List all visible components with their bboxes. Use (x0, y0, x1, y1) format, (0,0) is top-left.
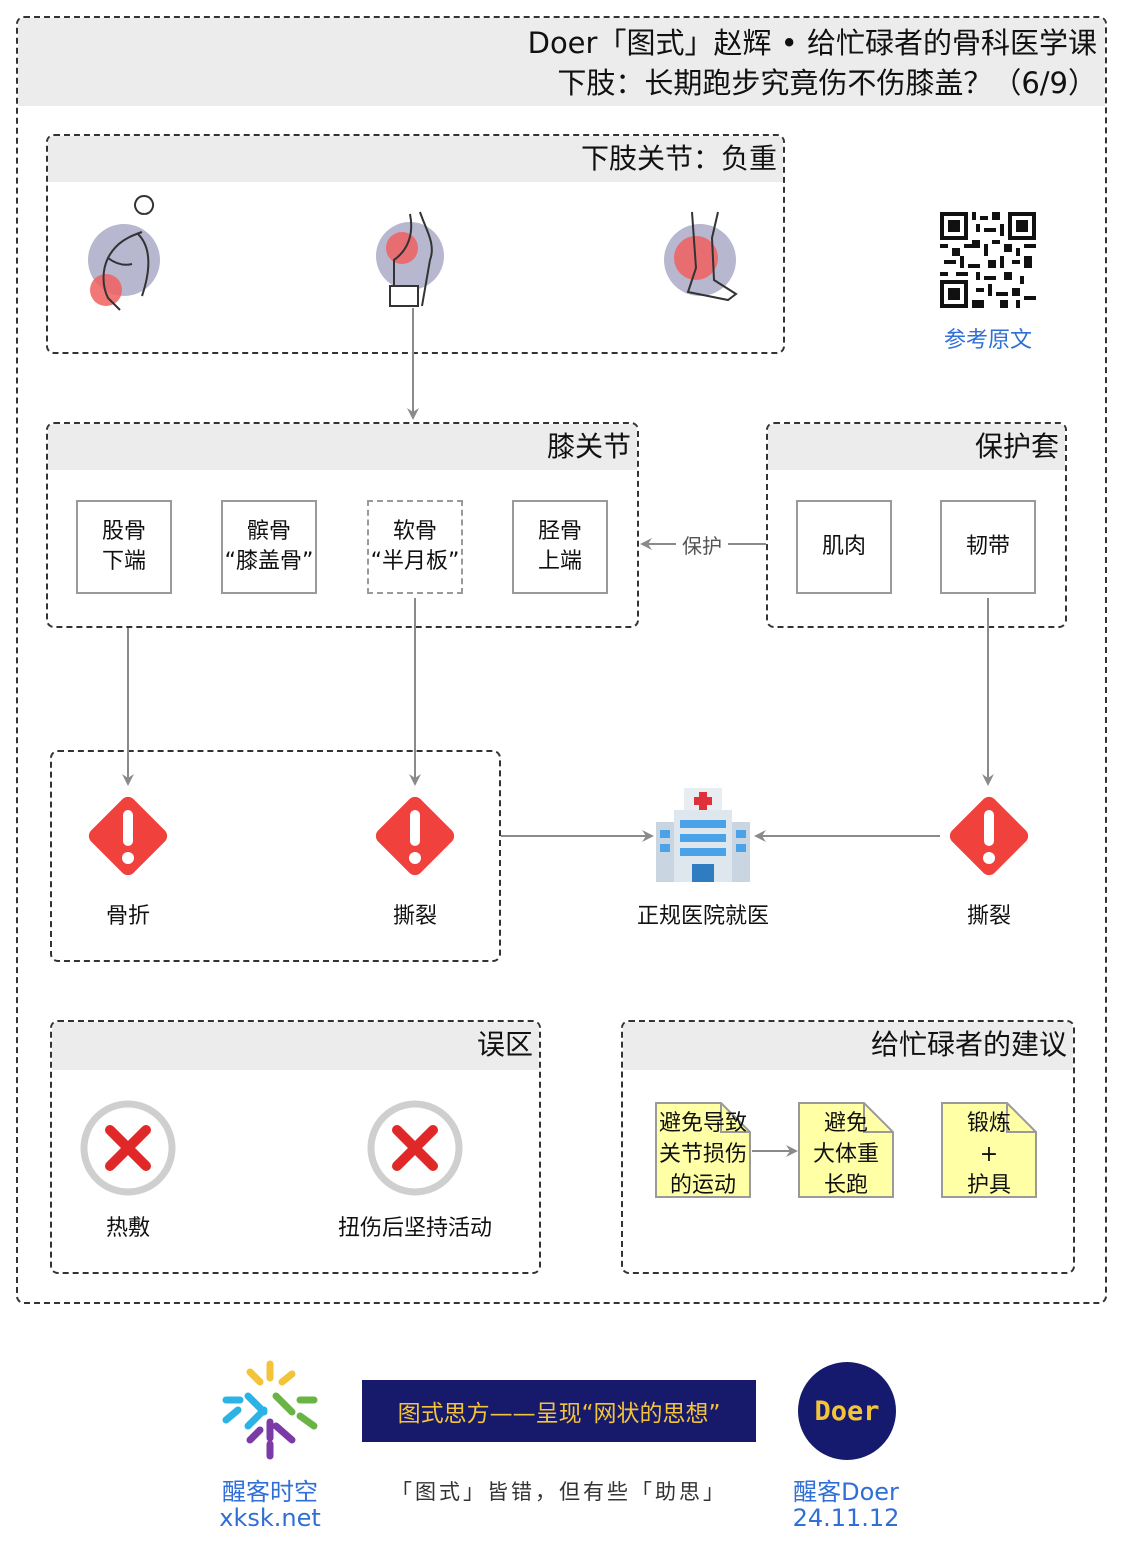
knee-joint-figure (376, 211, 444, 307)
section-advice: 给忙碌者的建议 (621, 1020, 1075, 1274)
section-title: 保护套 (974, 430, 1059, 463)
motto-banner: 图式思方——呈现“网状的思想” (362, 1380, 756, 1442)
ligament-box: 韧带 (940, 500, 1036, 594)
patella-box: 髌骨 “膝盖骨” (221, 500, 317, 594)
section-band (52, 1022, 539, 1070)
protect-arrow-label: 保护 (682, 534, 722, 558)
part-detail: “半月板” (370, 549, 460, 574)
advice-note: 避免导致 关节损伤 的运动 (655, 1102, 751, 1198)
note-line: 关节损伤 (658, 1142, 747, 1167)
page-subtitle: 下肢：长期跑步究竟伤不伤膝盖？（6/9） (557, 66, 1097, 100)
part-detail: 上端 (537, 549, 582, 574)
note-line: 的运动 (669, 1173, 736, 1198)
note-line: 护具 (966, 1173, 1011, 1198)
section-band (623, 1022, 1073, 1070)
section-title: 下肢关节：负重 (580, 142, 777, 175)
hospital-icon (656, 788, 750, 882)
header-band (18, 18, 1105, 106)
advice-note: 锻炼 + 护具 (941, 1102, 1037, 1198)
section-title: 误区 (476, 1028, 533, 1061)
note-line: 大体重 (812, 1142, 879, 1167)
brand-name: 醒客时空 (222, 1478, 318, 1506)
doer-name: 醒客Doer (793, 1478, 899, 1506)
section-injuries (50, 750, 501, 962)
note-line: 长跑 (823, 1173, 868, 1198)
part-name: 胫骨 (537, 519, 582, 544)
note-shape (941, 1102, 1037, 1198)
main-frame: Doer「图式」赵辉 • 给忙碌者的骨科医学课 下肢：长期跑步究竟伤不伤膝盖？（… (16, 16, 1107, 1304)
fracture-label: 骨折 (105, 904, 150, 929)
section-protective-sleeve: 保护套 (766, 422, 1067, 628)
footer-date: 24.11.12 (792, 1504, 900, 1532)
mistake-hot-compress: 热敷 (105, 1216, 150, 1241)
cross-icon (80, 1100, 176, 1196)
part-detail: “膝盖骨” (224, 549, 314, 574)
reference-link[interactable]: 参考原文 (943, 328, 1032, 353)
cartilage-tear-label: 撕裂 (392, 904, 437, 929)
femur-box: 股骨下端 (76, 500, 172, 594)
section-title: 膝关节 (546, 430, 631, 463)
note-text: 避免 大体重 长跑 (798, 1108, 894, 1201)
brand-url[interactable]: xksk.net (219, 1504, 321, 1532)
section-knee-joint: 膝关节 (46, 422, 639, 628)
ankle-joint-figure (664, 211, 738, 302)
banner-text: 图式思方——呈现“网状的思想” (397, 1401, 721, 1427)
ligament-tear-label: 撕裂 (966, 904, 1011, 929)
mistake-keep-moving: 扭伤后坚持活动 (337, 1216, 492, 1241)
doer-logo-text: Doer (814, 1395, 880, 1427)
note-text: 避免导致 关节损伤 的运动 (655, 1108, 751, 1201)
qr-code-icon[interactable] (940, 212, 1036, 308)
cross-icon (367, 1100, 463, 1196)
note-shape (655, 1102, 751, 1198)
section-band (48, 424, 637, 470)
section-title: 给忙碌者的建议 (870, 1028, 1067, 1061)
section-weight-bearing: 下肢关节：负重 (46, 134, 785, 354)
note-line: 避免 (823, 1111, 868, 1136)
hospital-label: 正规医院就医 (636, 904, 769, 929)
warning-icon (949, 796, 1029, 876)
tibia-box: 胫骨上端 (512, 500, 608, 594)
part-name: 软骨 (392, 519, 437, 544)
meniscus-box: 软骨 “半月板” (367, 500, 463, 594)
warning-icon (88, 796, 168, 876)
part-name: 股骨 (101, 519, 146, 544)
part-detail: 下端 (101, 549, 146, 574)
note-line: 避免导致 (658, 1111, 747, 1136)
muscle-box: 肌肉 (796, 500, 892, 594)
part-name: 髌骨 (246, 519, 291, 544)
note-shape (798, 1102, 894, 1198)
warning-icon (375, 796, 455, 876)
section-mistakes: 误区 (50, 1020, 541, 1274)
section-band (48, 136, 783, 182)
hip-joint-figure (88, 195, 160, 311)
advice-note: 避免 大体重 长跑 (798, 1102, 894, 1198)
doer-logo: Doer (798, 1362, 896, 1460)
note-text: 锻炼 + 护具 (941, 1108, 1037, 1201)
footer-motto: 「图式」皆错，但有些「助思」 (391, 1480, 727, 1504)
section-band (768, 424, 1065, 470)
note-line: 锻炼 (966, 1111, 1011, 1136)
xksk-logo-icon (222, 1360, 318, 1460)
page-title: Doer「图式」赵辉 • 给忙碌者的骨科医学课 (527, 26, 1097, 60)
note-line: + (979, 1142, 999, 1167)
